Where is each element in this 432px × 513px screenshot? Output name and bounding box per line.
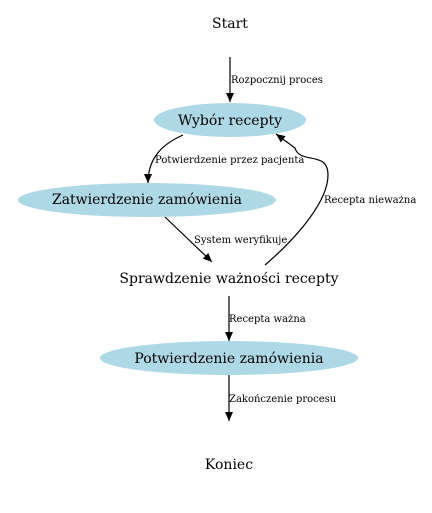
node-approve-order: Zatwierdzenie zamówienia xyxy=(18,183,276,217)
node-confirm-order: Potwierdzenie zamówienia xyxy=(100,341,358,375)
node-start: Start xyxy=(212,16,248,32)
edge-label-prescription-valid: Recepta ważna xyxy=(229,314,306,325)
edge-label-start-process: Rozpocznij proces xyxy=(231,75,323,86)
edge-label-process-end: Zakończenie procesu xyxy=(229,394,337,405)
node-end: Koniec xyxy=(205,457,253,473)
edge-approve-to-check xyxy=(164,216,213,263)
node-select-prescription-shape xyxy=(154,103,306,137)
node-check-validity: Sprawdzenie ważności recepty xyxy=(119,271,338,287)
node-confirm-order-shape xyxy=(100,341,358,375)
edge-label-system-verifies: System weryfikuje xyxy=(194,235,287,246)
node-confirm-order-label: Potwierdzenie zamówienia xyxy=(134,351,323,367)
edge-check-to-select xyxy=(264,133,329,266)
edge-label-patient-confirmation: Potwierdzenie przez pacjenta xyxy=(155,155,304,166)
edge-label-prescription-invalid: Recepta nieważna xyxy=(324,195,416,206)
node-approve-order-shape xyxy=(18,183,276,217)
node-approve-order-label: Zatwierdzenie zamówienia xyxy=(52,192,242,208)
edge-select-to-approve xyxy=(144,134,184,184)
node-select-prescription-label: Wybór recepty xyxy=(178,113,282,129)
node-select-prescription: Wybór recepty xyxy=(154,103,306,137)
